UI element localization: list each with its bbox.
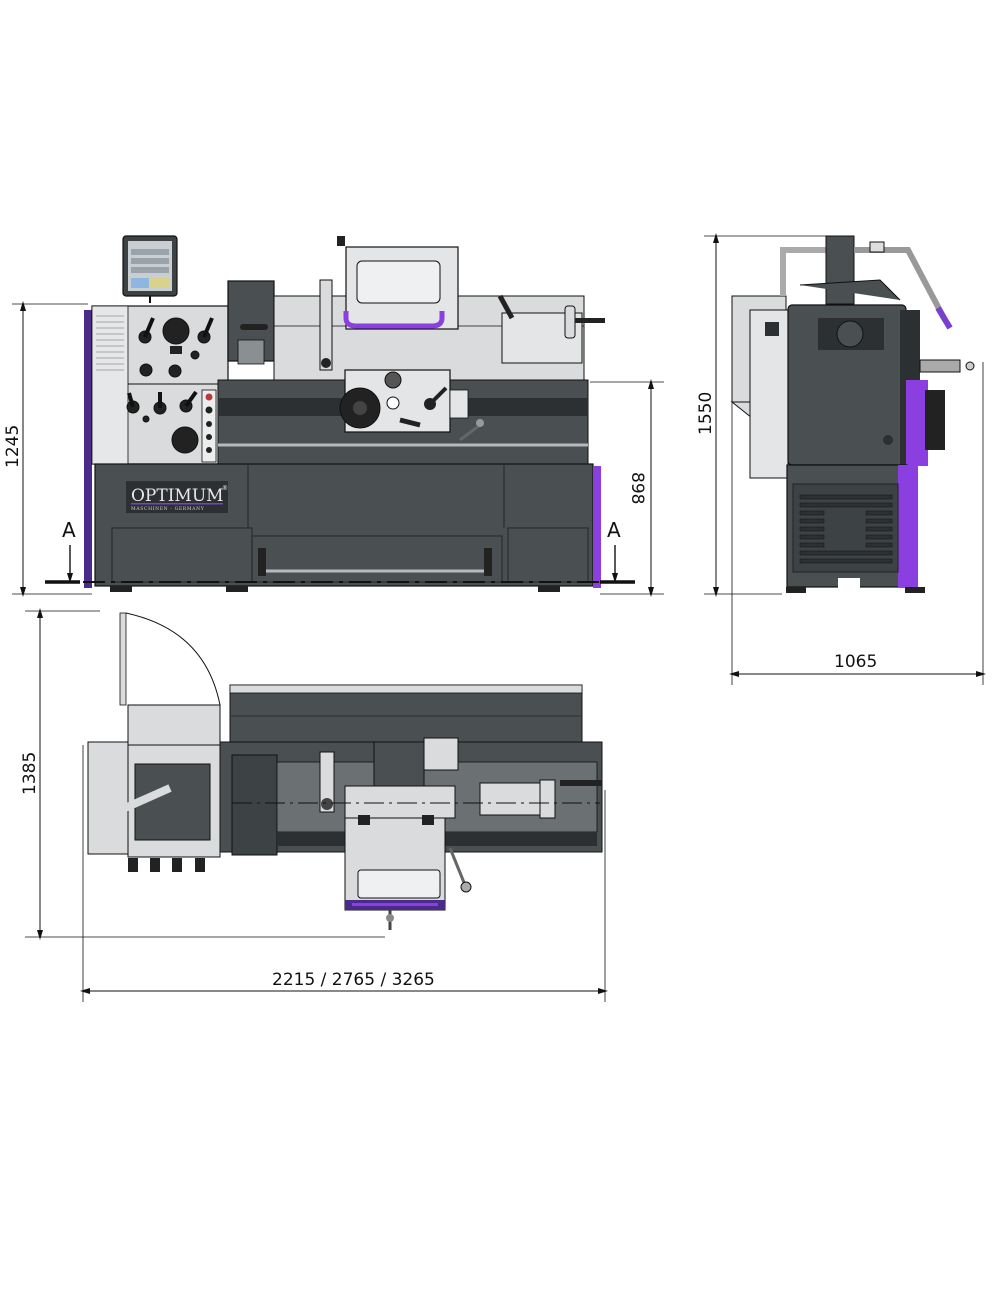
dimension-top-length: 2215 / 2765 / 3265	[80, 745, 608, 1002]
dimension-spindle-height: 898	[590, 379, 664, 597]
dim-1245: 1245	[3, 425, 23, 468]
dim-1385: 1385	[20, 752, 40, 795]
side-view	[730, 235, 975, 593]
brand-tagline: MASCHINEN - GERMANY	[131, 506, 205, 512]
brand-name: OPTIMUM	[131, 486, 224, 506]
dimension-side-depth: 1065	[729, 362, 986, 685]
dim-1065: 1065	[834, 652, 877, 672]
section-mark-left: A	[62, 518, 76, 542]
dim-1550: 1550	[696, 392, 716, 435]
section-mark-right: A	[607, 518, 621, 542]
top-view	[87, 612, 603, 930]
brand-registered: ®	[222, 485, 228, 492]
dim-length-variants: 2215 / 2765 / 3265	[272, 970, 435, 990]
brand-plate: OPTIMUM ® MASCHINEN - GERMANY	[126, 481, 228, 513]
dimension-side-height: 1550	[696, 233, 830, 597]
dimension-top-depth: 1385	[20, 608, 385, 940]
dimension-total-height: 1245	[3, 301, 92, 597]
dim-898: 898	[627, 472, 647, 504]
dro-display	[122, 235, 178, 303]
front-view: OPTIMUM ® MASCHINEN - GERMANY A A	[45, 235, 635, 592]
